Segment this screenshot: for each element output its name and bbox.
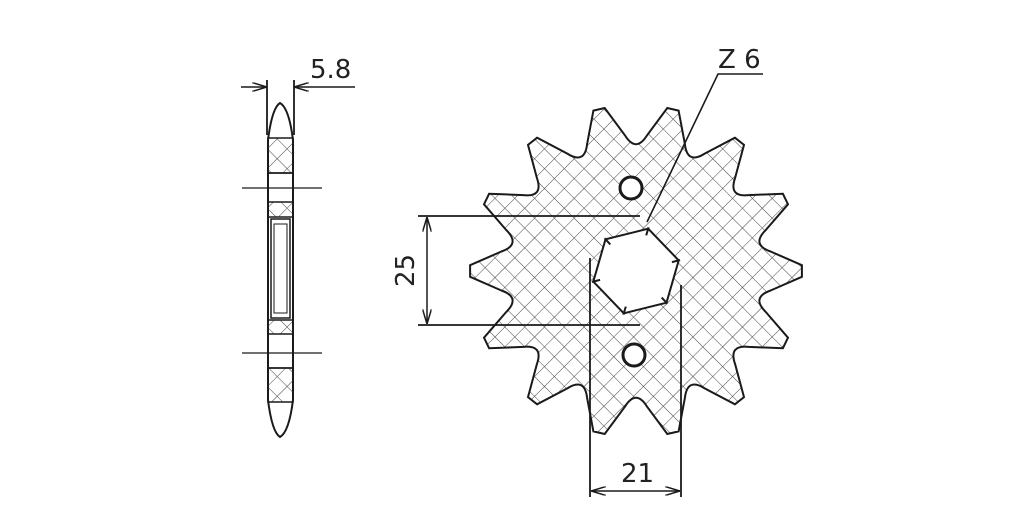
bore-width-label: 21 [621,459,654,489]
mounting-hole-lower [621,342,647,368]
front-view [418,73,803,497]
thickness-label: 5.8 [310,55,351,85]
mounting-hole-upper [618,175,644,201]
side-view [241,80,355,439]
sprocket-body [469,106,803,436]
tooth-leader [646,73,763,223]
tooth-label: Z 6 [718,45,761,75]
bore-height-label: 25 [391,254,421,287]
